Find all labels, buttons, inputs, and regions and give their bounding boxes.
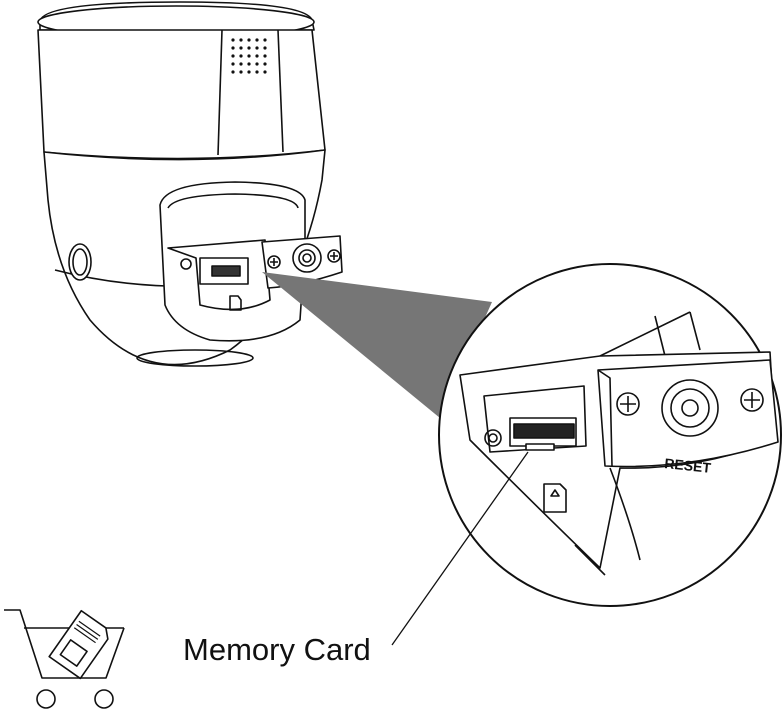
cart-sd-card-icon <box>48 609 109 680</box>
shopping-cart-icon <box>4 609 125 709</box>
magnified-view: RESET <box>438 263 782 607</box>
camera-body <box>37 1 343 367</box>
zoomed-reset-panel <box>597 359 779 468</box>
reset-button <box>661 379 719 437</box>
leader-line <box>391 451 529 646</box>
speaker-grille <box>231 38 267 74</box>
sd-card-icon <box>543 483 567 513</box>
small-sd-card-icon <box>229 295 242 311</box>
reset-label: RESET <box>664 455 713 476</box>
zoom-beam <box>262 272 492 418</box>
camera-bottom-ring <box>136 349 254 367</box>
screw-right-icon <box>740 388 764 412</box>
memory-card-label: Memory Card <box>183 632 371 667</box>
screw-left-icon <box>616 392 640 416</box>
